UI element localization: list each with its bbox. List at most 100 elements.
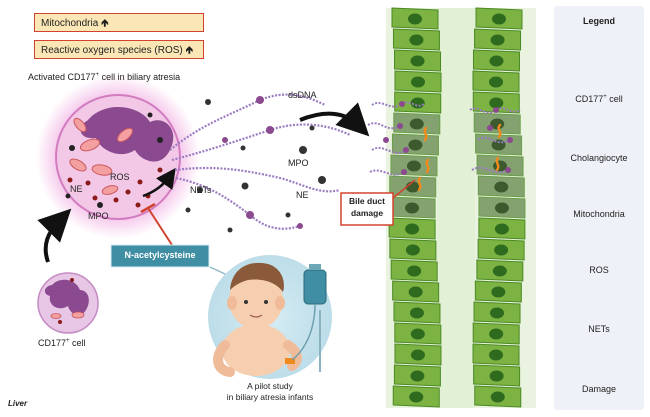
net-knot [401, 169, 407, 175]
cholangiocyte-nucleus [490, 391, 505, 403]
cholangiocyte-nucleus [493, 160, 508, 172]
cholangiocyte-nucleus [405, 202, 420, 214]
small-cell-label-tail: cell [69, 338, 86, 348]
cholangiocyte-nucleus [492, 13, 506, 25]
cholangiocyte-nucleus [494, 181, 509, 193]
infant-caption-line2: in biliary atresia infants [226, 392, 314, 402]
cholangiocyte-nucleus [409, 307, 424, 319]
net-clump [367, 122, 401, 130]
cholangiocyte-nucleus [409, 118, 424, 130]
legend-cd177-text: CD177 [575, 94, 604, 104]
inhibition-line [147, 207, 173, 246]
cholangiocyte-nucleus [408, 286, 423, 298]
legend-label-damage: Damage [581, 384, 617, 394]
small-cell-label-text: CD177 [38, 338, 67, 348]
net-knot [487, 125, 493, 131]
legend-title: Legend [582, 16, 615, 26]
damage-mark [423, 126, 428, 142]
bile-duct [367, 7, 536, 408]
ros-header-label: Reactive oxygen species (ROS) [41, 45, 183, 56]
up-arrow-icon: 🡹 [101, 18, 109, 29]
net-knot [383, 137, 389, 143]
legend-cd177-tail: cell [606, 94, 623, 104]
bile-duct-damage-line1: Bile duct [349, 196, 385, 206]
cholangiocyte-nucleus [410, 328, 425, 340]
superscript-plus: + [95, 72, 100, 78]
cholangiocyte-nucleus [408, 139, 423, 151]
activated-cell-title-text: Activated CD177 [28, 72, 96, 82]
infant-illustration [208, 255, 332, 379]
cholangiocyte-nucleus [405, 244, 420, 256]
cholangiocyte-nucleus [489, 55, 504, 67]
net-clump [369, 169, 405, 176]
cholangiocyte-column-right [472, 7, 526, 408]
damage-mark [417, 176, 422, 192]
legend-label-ros: ROS [589, 265, 609, 275]
net-knot [493, 107, 499, 113]
nac-box [110, 244, 210, 268]
damage-zone [367, 101, 521, 192]
cholangiocyte-nucleus [494, 202, 509, 214]
cell-ros-label: ROS [110, 172, 130, 182]
mitochondria-label: Mitochondria [41, 18, 99, 29]
nac-label: N-acetylcysteine [124, 250, 196, 260]
net-knots [222, 96, 303, 229]
bile-duct-damage-line2: damage [350, 208, 384, 218]
net-clump [471, 166, 509, 174]
cell-ne-label: NE [70, 184, 83, 194]
small-cell-label: CD177+ cell [38, 338, 86, 348]
cholangiocyte-nucleus [494, 244, 509, 256]
cholangiocyte-nucleus [489, 349, 504, 361]
cholangiocyte-nucleus [408, 13, 422, 25]
damage-mark [495, 156, 500, 172]
cholangiocyte-nucleus [410, 76, 425, 88]
cholangiocyte-nucleus [489, 328, 504, 340]
cholangiocyte-nucleus [409, 391, 424, 403]
cholangiocyte-nucleus [489, 76, 504, 88]
cholangiocyte-nucleus [491, 286, 506, 298]
mpo-label: MPO [288, 158, 309, 168]
legend-label-cd177: CD177+ cell [554, 94, 644, 104]
cholangiocyte-nucleus [489, 370, 504, 382]
cholangiocyte-nucleus [490, 307, 505, 319]
infant-caption-line1: A pilot study [247, 381, 293, 391]
damage-mark [497, 123, 502, 139]
cholangiocyte-nucleus [410, 349, 425, 361]
damage-mark [425, 158, 430, 174]
activated-cell-title-tail: cell in biliary atresia [99, 72, 181, 82]
legend-panel: Legend CD177+ cell Cholangiocyte Mitocho… [554, 6, 644, 410]
cholangiocyte-nucleus [489, 97, 504, 109]
net-knot [397, 123, 403, 129]
nets-to-duct-arrow [299, 102, 370, 137]
damage-box [340, 192, 394, 226]
journal-label: Liver [8, 399, 28, 408]
cholangiocyte-nucleus [410, 97, 425, 109]
activation-arrow [37, 208, 72, 263]
cholangiocyte-nucleus [490, 118, 505, 130]
legend-label-nets: NETs [588, 324, 610, 334]
small-cd177-cell [37, 272, 99, 334]
ne-label: NE [296, 190, 309, 200]
cholangiocyte-nucleus [405, 181, 420, 193]
cholangiocyte-nucleus [494, 223, 509, 235]
dsdna-label: dsDNA [288, 90, 317, 100]
cholangiocyte-nucleus [407, 265, 422, 277]
up-arrow-icon: 🡹 [185, 45, 193, 56]
net-clump [371, 101, 425, 108]
cell-mpo-label: MPO [88, 211, 109, 221]
legend-label-mitochondria: Mitochondria [573, 209, 625, 219]
net-knot [403, 147, 409, 153]
cholangiocyte-nucleus [405, 223, 420, 235]
activated-cell-title: Activated CD177+ cell in biliary atresia [28, 72, 180, 82]
cholangiocyte-nucleus [410, 55, 425, 67]
activated-cd177-cell [36, 75, 200, 239]
net-knot [507, 137, 513, 143]
ros-release-arrow [142, 167, 176, 198]
net-clump [477, 136, 511, 144]
superscript-plus: + [66, 338, 70, 344]
nets-label: NETs [190, 185, 212, 195]
cholangiocyte-nucleus [409, 34, 424, 46]
iv-bag [303, 269, 327, 305]
net-clump [371, 147, 407, 155]
